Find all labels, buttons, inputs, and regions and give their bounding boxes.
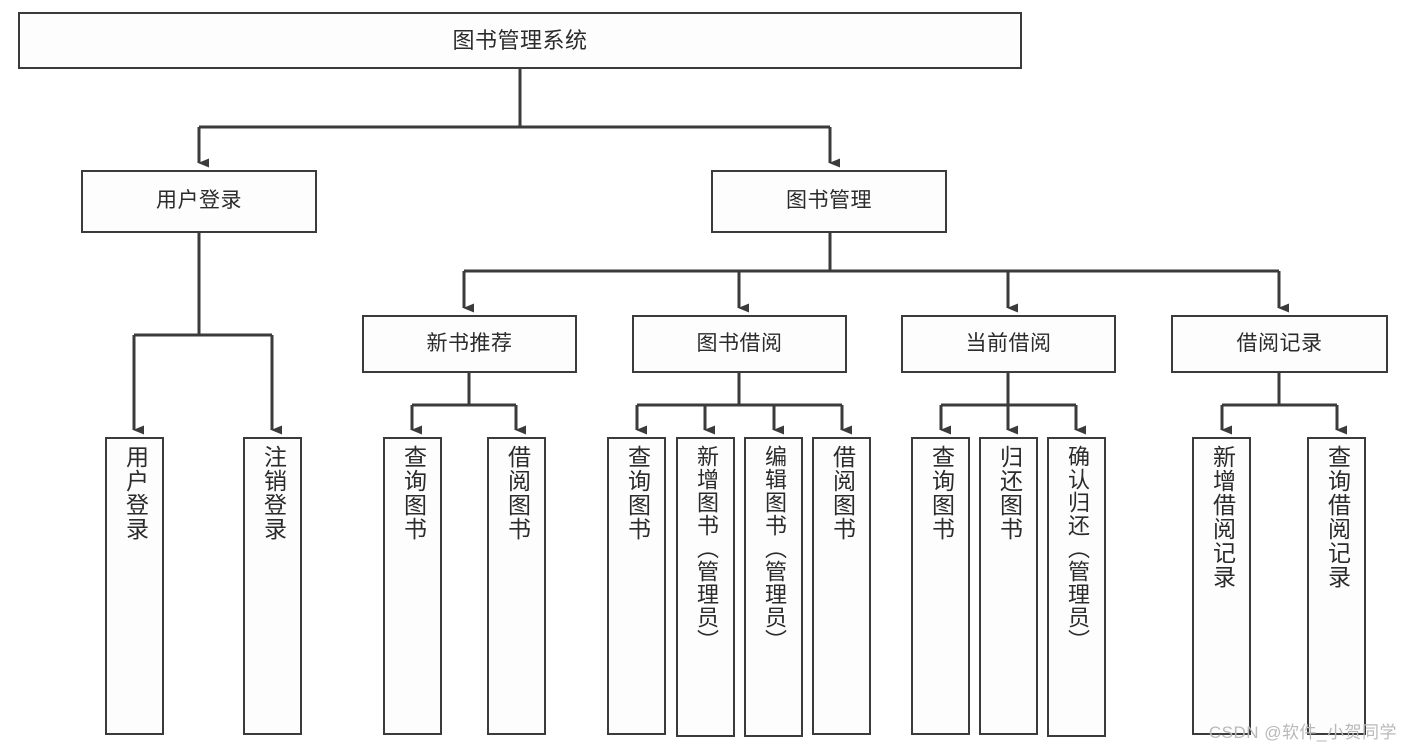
node-root-book-management-system[interactable]: 图书管理系统 bbox=[18, 12, 1022, 69]
node-label: 借阅记录 bbox=[1236, 331, 1323, 355]
node-label: 新增借阅记录 bbox=[1209, 445, 1236, 589]
node-label: 查询图书 bbox=[400, 445, 427, 541]
node-label: 图书借阅 bbox=[696, 331, 783, 355]
node-label: 新书推荐 bbox=[426, 331, 513, 355]
node-leaf-query-record[interactable]: 查询借阅记录 bbox=[1307, 437, 1366, 735]
node-leaf-confirm-return[interactable]: 确认归还（管理员） bbox=[1047, 437, 1106, 737]
node-label: 查询图书 bbox=[624, 445, 651, 541]
node-leaf-query-book-3[interactable]: 查询图书 bbox=[911, 437, 970, 735]
node-label: 新增图书（管理员） bbox=[693, 445, 719, 652]
node-leaf-borrow-book-1[interactable]: 借阅图书 bbox=[487, 437, 546, 735]
node-book-management[interactable]: 图书管理 bbox=[711, 170, 947, 233]
node-leaf-add-record[interactable]: 新增借阅记录 bbox=[1192, 437, 1251, 735]
node-leaf-add-book[interactable]: 新增图书（管理员） bbox=[676, 437, 735, 737]
node-leaf-borrow-book-2[interactable]: 借阅图书 bbox=[812, 437, 871, 735]
node-label: 查询图书 bbox=[928, 445, 955, 541]
node-user-login[interactable]: 用户登录 bbox=[81, 170, 317, 233]
node-label: 确认归还（管理员） bbox=[1064, 445, 1090, 652]
node-label: 用户登录 bbox=[122, 445, 149, 541]
node-leaf-user-login[interactable]: 用户登录 bbox=[105, 437, 164, 735]
node-leaf-edit-book[interactable]: 编辑图书（管理员） bbox=[744, 437, 803, 737]
node-label: 用户登录 bbox=[156, 189, 242, 213]
node-label: 借阅图书 bbox=[829, 445, 856, 541]
node-label: 注销登录 bbox=[260, 445, 287, 541]
node-label: 图书管理系统 bbox=[452, 27, 588, 53]
node-new-book-recommend[interactable]: 新书推荐 bbox=[362, 315, 577, 373]
node-leaf-logout-login[interactable]: 注销登录 bbox=[243, 437, 302, 735]
node-book-borrow[interactable]: 图书借阅 bbox=[632, 315, 847, 373]
node-label: 编辑图书（管理员） bbox=[761, 445, 787, 652]
node-current-borrow[interactable]: 当前借阅 bbox=[901, 315, 1116, 373]
csdn-watermark: CSDN @软件_小贺同学 bbox=[1208, 723, 1397, 742]
node-leaf-query-book-2[interactable]: 查询图书 bbox=[607, 437, 666, 735]
node-label: 当前借阅 bbox=[965, 331, 1052, 355]
node-label: 查询借阅记录 bbox=[1324, 445, 1351, 589]
node-label: 归还图书 bbox=[996, 445, 1023, 541]
node-label: 图书管理 bbox=[786, 189, 872, 213]
node-leaf-return-book[interactable]: 归还图书 bbox=[979, 437, 1038, 735]
node-label: 借阅图书 bbox=[504, 445, 531, 541]
node-leaf-query-book-1[interactable]: 查询图书 bbox=[383, 437, 442, 735]
node-borrow-record[interactable]: 借阅记录 bbox=[1171, 315, 1388, 373]
